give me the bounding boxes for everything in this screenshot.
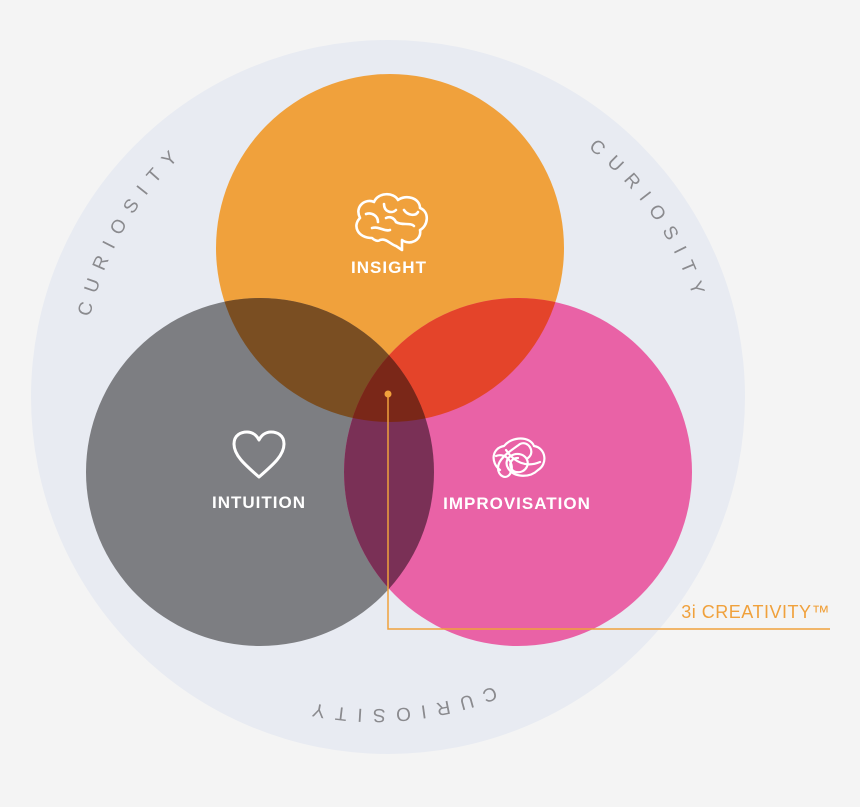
insight-label: INSIGHT xyxy=(351,258,427,277)
insight-intuition-overlap xyxy=(216,298,434,422)
heart-icon xyxy=(232,430,286,479)
callout-line xyxy=(387,394,830,630)
creativity-callout: 3i CREATIVITY™ xyxy=(384,390,830,630)
intuition-label: INTUITION xyxy=(212,493,306,512)
insight-improvisation-overlap xyxy=(344,298,564,422)
improvisation-label: IMPROVISATION xyxy=(443,494,591,513)
scribble-icon xyxy=(492,437,546,478)
brain-icon xyxy=(355,192,429,252)
creativity-label: 3i CREATIVITY™ xyxy=(681,602,830,622)
